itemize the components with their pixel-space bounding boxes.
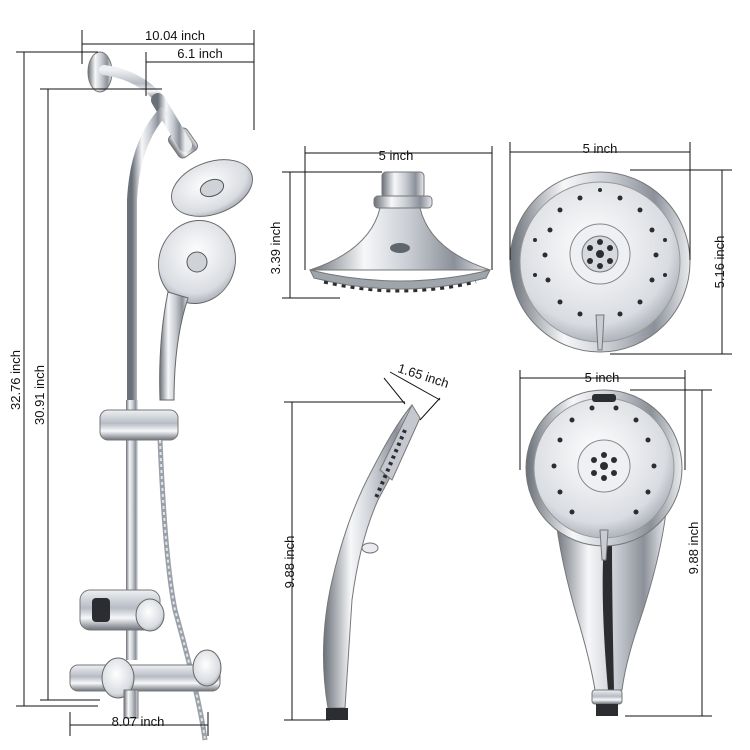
handheld-mounted xyxy=(158,219,236,401)
label-overall-width: 10.04 inch xyxy=(145,28,205,43)
dim-overall-height: 32.76 inch xyxy=(8,51,98,707)
dim-arm-reach: 6.1 inch xyxy=(145,46,254,96)
label-fixed-head-height: 3.39 inch xyxy=(268,222,283,275)
handheld-side-view xyxy=(322,403,421,720)
dim-fixed-head-diameter: 5 inch xyxy=(304,146,493,270)
handheld-front-view xyxy=(525,389,683,716)
label-base-width: 8.07 inch xyxy=(112,714,165,729)
fixed-head-small xyxy=(171,159,253,217)
label-fixed-face-width: 5 inch xyxy=(583,141,618,156)
dim-handheld-thickness: 1.65 inch xyxy=(383,360,451,421)
full-shower-system xyxy=(69,51,253,741)
dim-fixed-face-width: 5 inch xyxy=(509,141,691,260)
fixed-head-face-view xyxy=(509,171,691,353)
dim-handheld-front-length: 9.88 inch xyxy=(625,389,712,717)
dim-rail-height: 30.91 inch xyxy=(32,88,162,701)
fixed-face-nozzles xyxy=(533,188,667,322)
label-rail-height: 30.91 inch xyxy=(32,365,47,425)
slide-bracket xyxy=(99,409,179,441)
dim-handheld-front-width: 5 inch xyxy=(519,370,686,470)
label-fixed-head-diameter: 5 inch xyxy=(379,148,414,163)
diverter-valve xyxy=(79,589,165,632)
label-handheld-side-length: 9.88 inch xyxy=(282,536,297,589)
shower-arm xyxy=(99,65,165,105)
label-handheld-front-length: 9.88 inch xyxy=(686,522,701,575)
hose xyxy=(157,439,208,741)
handheld-face-nozzles xyxy=(551,405,657,515)
dim-fixed-head-height: 3.39 inch xyxy=(268,171,382,299)
label-handheld-thickness: 1.65 inch xyxy=(396,360,451,391)
label-handheld-front-width: 5 inch xyxy=(585,370,620,385)
dim-overall-width: 10.04 inch xyxy=(81,28,255,130)
label-arm-reach: 6.1 inch xyxy=(177,46,223,61)
label-overall-height: 32.76 inch xyxy=(8,350,23,410)
dim-base-width: 8.07 inch xyxy=(69,712,209,736)
fixed-head-side-view xyxy=(309,171,491,293)
dim-handheld-side-length: 9.88 inch xyxy=(282,401,405,721)
riser-pipe xyxy=(127,106,169,400)
label-fixed-face-height: 5.16 inch xyxy=(712,236,727,289)
mixer-valve xyxy=(69,649,222,719)
dim-fixed-face-height: 5.16 inch xyxy=(610,169,732,355)
